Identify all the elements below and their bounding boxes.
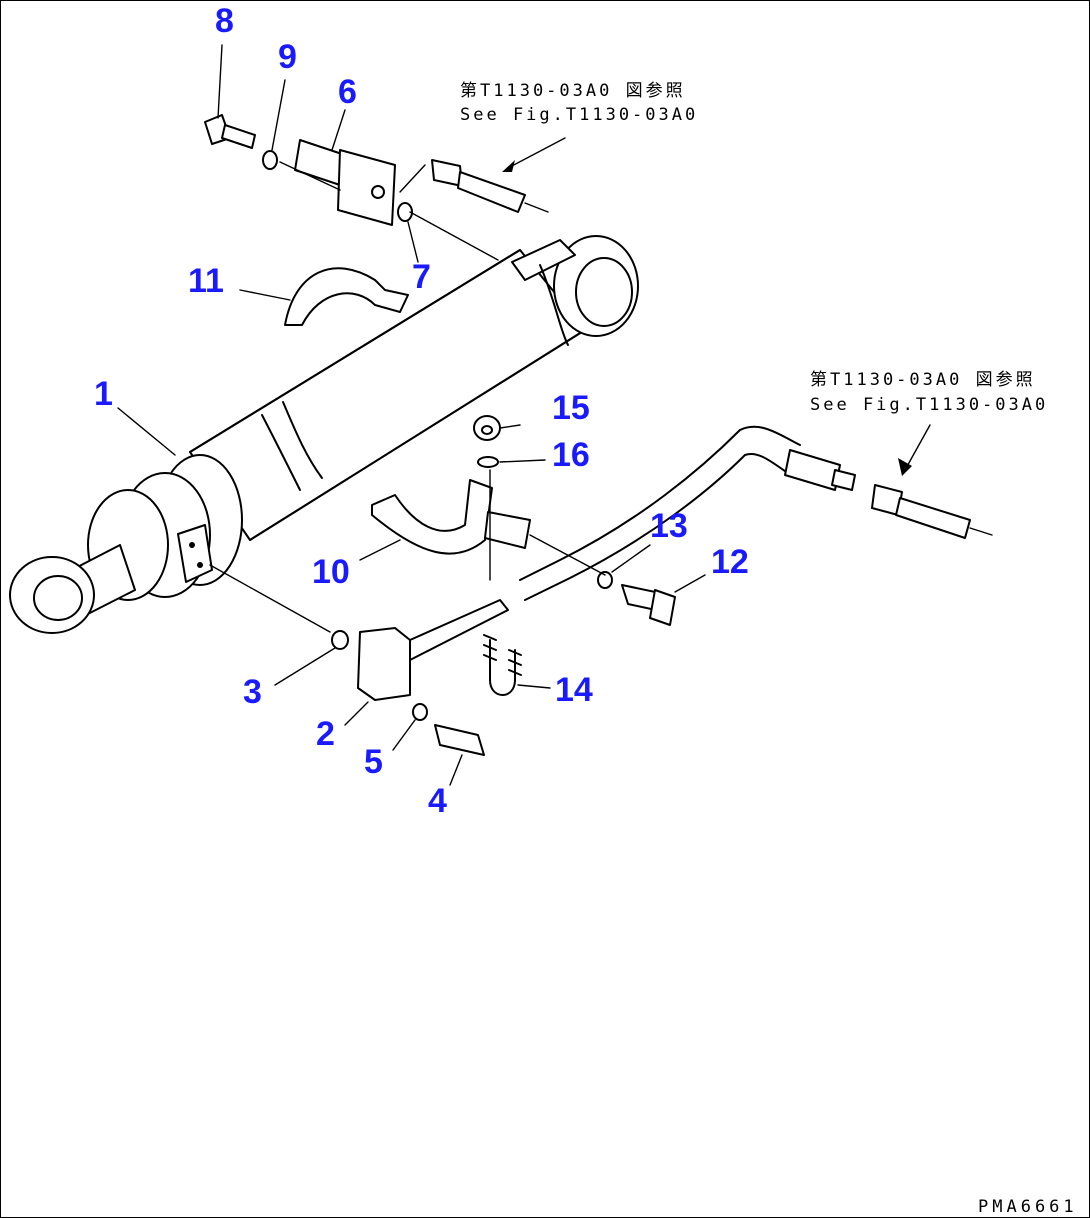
reference-right-line1: 第T1130-03A0 図参照	[810, 370, 1036, 390]
label-11: 11	[188, 262, 224, 300]
right-hose-fitting	[871, 424, 993, 539]
label-16: 16	[552, 436, 590, 474]
clamp-10	[371, 479, 493, 555]
clamp-11	[284, 267, 409, 326]
label-9: 9	[278, 38, 297, 76]
label-8: 8	[215, 2, 234, 40]
label-2: 2	[316, 715, 335, 753]
label-3: 3	[243, 673, 262, 711]
label-7: 7	[412, 258, 431, 296]
reference-note-top: 第T1130-03A0 図参照 See Fig.T1130-03A0	[460, 81, 698, 125]
tube-assembly	[209, 425, 856, 756]
bracket-hardware	[473, 415, 531, 696]
reference-right-line2: See Fig.T1130-03A0	[810, 395, 1048, 415]
label-14: 14	[555, 671, 593, 709]
part-numbers: 1 2 3 4 5 6 7 8 9 10 11 12 13 14 15 16	[94, 2, 749, 820]
label-4: 4	[428, 782, 447, 820]
reference-top-line2: See Fig.T1130-03A0	[460, 105, 698, 125]
label-1: 1	[94, 375, 113, 413]
label-5: 5	[364, 743, 383, 781]
upper-flange-assembly	[204, 114, 566, 261]
cylinder-body	[9, 235, 639, 634]
drawing-code: PMA6661	[978, 1197, 1078, 1217]
leader-lines	[117, 44, 706, 786]
label-10: 10	[312, 553, 350, 591]
label-6: 6	[338, 73, 357, 111]
label-13: 13	[650, 507, 688, 545]
label-15: 15	[552, 389, 590, 427]
reference-top-line1: 第T1130-03A0 図参照	[460, 81, 686, 101]
label-12: 12	[711, 543, 749, 581]
reference-note-right: 第T1130-03A0 図参照 See Fig.T1130-03A0	[810, 370, 1048, 415]
